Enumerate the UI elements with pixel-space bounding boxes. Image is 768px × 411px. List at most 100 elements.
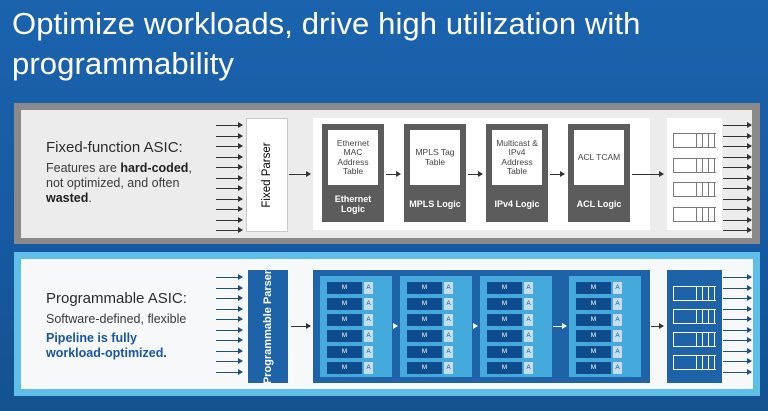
action-cell: A <box>444 330 453 342</box>
output-arrow <box>723 316 752 322</box>
match-cell: M <box>327 282 362 294</box>
match-cell: M <box>576 346 611 358</box>
action-cell: A <box>444 282 453 294</box>
output-arrow <box>723 337 752 343</box>
parser-to-tables-arrow <box>289 171 311 177</box>
queue-slot <box>708 182 715 197</box>
fixed-desc-hard-coded: hard-coded <box>120 161 189 175</box>
output-arrow <box>723 305 752 312</box>
output-arrow <box>723 368 752 375</box>
match-cell: M <box>407 330 442 342</box>
match-cell: M <box>407 282 442 294</box>
table-arrow-3 <box>550 171 565 177</box>
action-cell: A <box>524 346 533 358</box>
action-cell: A <box>444 314 453 326</box>
output-arrow <box>723 174 752 181</box>
queue-slot <box>708 355 715 370</box>
fixed-desc-part-3: , not optimized, and often <box>46 161 192 190</box>
programmable-asic-heading: Programmable ASIC: <box>46 290 187 307</box>
match-cell: M <box>327 298 362 310</box>
match-cell: M <box>327 346 362 358</box>
output-arrow <box>723 132 752 139</box>
action-cell: A <box>524 314 533 326</box>
action-cell: A <box>613 282 622 294</box>
input-arrow <box>216 305 243 312</box>
queue-row <box>673 332 716 347</box>
action-cell: A <box>613 298 622 310</box>
acl-table-block: ACL TCAM ACL Logic <box>568 124 630 222</box>
queue-row <box>673 157 716 173</box>
ipv4-table-label: Multicast & IPv4 Address Table <box>492 130 542 185</box>
match-cell: M <box>487 298 522 310</box>
input-arrow <box>216 227 243 233</box>
input-arrow <box>216 164 243 170</box>
queue-slot <box>708 286 715 301</box>
match-cell: M <box>407 346 442 358</box>
output-arrow <box>723 185 752 191</box>
queue-slot <box>708 332 715 347</box>
fixed-parser-label: Fixed Parser <box>261 142 273 208</box>
slide-title: Optimize workloads, drive high utilizati… <box>12 6 641 81</box>
programmable-desc-optimized: Pipeline is fully workload-optimized. <box>46 331 167 360</box>
action-cell: A <box>364 314 373 326</box>
queue-row <box>673 355 716 370</box>
output-arrow <box>723 164 752 170</box>
output-arrow <box>723 274 752 280</box>
acl-table-label: ACL TCAM <box>574 130 624 185</box>
acl-logic-label: ACL Logic <box>576 198 622 209</box>
output-arrow <box>723 295 752 301</box>
output-arrow <box>723 143 752 149</box>
table-arrow-1 <box>386 171 401 177</box>
fixed-desc-part-1: Features are <box>46 161 121 175</box>
input-arrow <box>216 326 243 333</box>
match-cell: M <box>487 314 522 326</box>
input-arrow <box>216 206 243 212</box>
action-cell: A <box>613 362 622 374</box>
input-arrow <box>216 284 243 291</box>
action-cell: A <box>524 362 533 374</box>
input-arrow <box>216 347 243 354</box>
action-cell: A <box>364 362 373 374</box>
queue-row <box>673 182 716 197</box>
action-cell: A <box>364 298 373 310</box>
mpls-table-label: MPLS Tag Table <box>410 130 460 185</box>
match-cell: M <box>487 346 522 358</box>
tables-to-queue-arrow <box>632 171 664 177</box>
input-arrow <box>216 185 243 191</box>
match-cell: M <box>487 362 522 374</box>
input-arrow <box>216 143 243 149</box>
output-arrow <box>723 347 752 354</box>
queue-row <box>673 286 716 301</box>
output-arrow <box>723 358 752 364</box>
output-arrow <box>723 153 752 160</box>
action-cell: A <box>613 330 622 342</box>
input-arrow <box>216 174 243 181</box>
input-arrow <box>216 295 243 301</box>
match-cell: M <box>327 314 362 326</box>
stage-arrow <box>473 323 478 329</box>
programmable-parser-block: Programmable Parser <box>248 269 288 384</box>
queue-slot <box>708 133 715 148</box>
table-arrow-2 <box>468 171 483 177</box>
fixed-desc-part-5: . <box>88 191 92 205</box>
stage-arrow <box>393 323 398 329</box>
fixed-desc-wasted: wasted <box>46 191 89 205</box>
output-arrow <box>723 195 752 202</box>
output-arrow <box>723 326 752 333</box>
action-cell: A <box>613 346 622 358</box>
match-cell: M <box>327 362 362 374</box>
queue-slot <box>708 309 715 324</box>
queue-slot <box>708 157 715 173</box>
queue-row <box>673 309 716 324</box>
fixed-asic-description: Features are hard-coded, not optimized, … <box>46 161 196 206</box>
match-cell: M <box>327 330 362 342</box>
action-cell: A <box>613 314 622 326</box>
match-cell: M <box>576 330 611 342</box>
match-cell: M <box>576 298 611 310</box>
action-cell: A <box>444 346 453 358</box>
mpls-logic-label: MPLS Logic <box>409 198 461 209</box>
input-arrow <box>216 153 243 160</box>
ethernet-table-label: Ethernet MAC Address Table <box>328 130 378 185</box>
